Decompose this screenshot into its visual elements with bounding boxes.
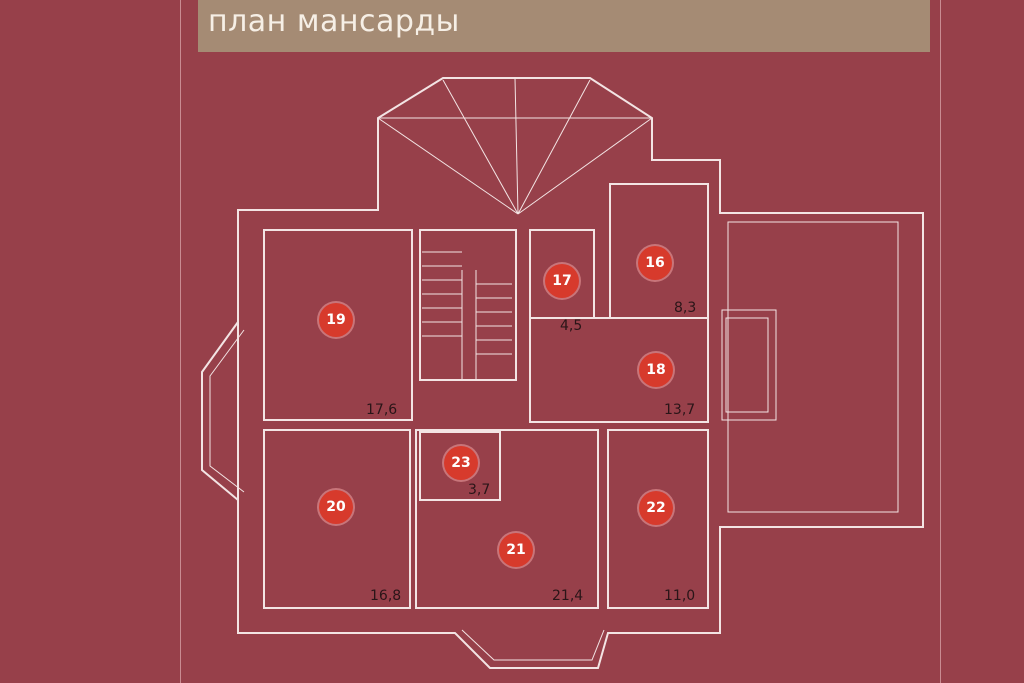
frame-line-left [180,0,181,683]
room-marker: 17 [545,264,579,298]
room-number: 21 [506,542,526,558]
room-number: 18 [646,362,666,378]
room-16 [609,183,709,319]
frame-line-right [940,0,941,683]
room-area: 3,7 [468,482,491,498]
terrace-step-inner [725,317,769,413]
room-marker: 23 [444,446,478,480]
room-marker: 20 [319,490,353,524]
room-area: 11,0 [664,588,696,604]
room-number: 20 [326,499,346,515]
page-title: план мансарды [208,4,460,39]
bay-window-left [201,321,239,501]
room-area: 13,7 [664,402,696,418]
staircase [422,251,512,380]
roof-lines [377,77,653,215]
room-area: 17,6 [366,402,398,418]
room-area: 8,3 [674,300,697,316]
title-bar: план мансарды [198,0,930,52]
room-number: 23 [451,455,471,471]
room-marker: 19 [319,303,353,337]
outer-outline [237,77,924,669]
room-marker: 22 [639,491,673,525]
room-number: 17 [552,273,572,289]
room-area: 16,8 [370,588,402,604]
room-number: 22 [646,500,666,516]
terrace-step [721,309,777,421]
bay-window-bottom [461,629,605,661]
room-area: 21,4 [552,588,584,604]
room-area: 4,5 [560,318,583,334]
room-marker: 16 [638,246,672,280]
room-18 [529,317,709,423]
terrace-right [727,221,899,513]
room-stairs [419,229,517,381]
room-number: 19 [326,312,346,328]
room-number: 16 [645,255,665,271]
room-marker: 18 [639,353,673,387]
room-marker: 21 [499,533,533,567]
bay-window-left-inner [209,329,245,493]
